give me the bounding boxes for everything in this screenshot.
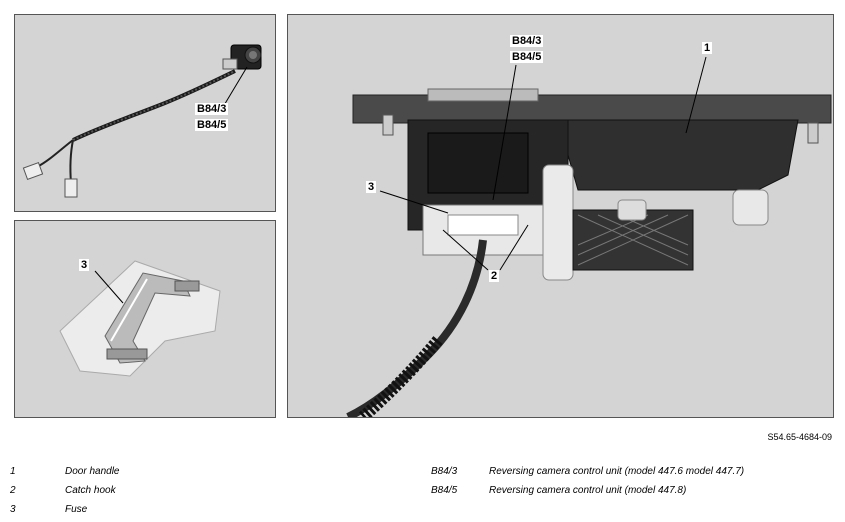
callout-b84-3: B84/3 (195, 103, 229, 115)
legend-desc: Reversing camera control unit (model 447… (489, 485, 687, 496)
legend-key: 2 (10, 485, 16, 496)
legend-key: 1 (10, 466, 16, 477)
legend-item: 3 Fuse (10, 500, 310, 519)
callout-1: 1 (702, 42, 713, 54)
legend-left: 1 Door handle 2 Catch hook 3 Fuse (10, 462, 310, 519)
camera-cable-illustration (22, 44, 262, 198)
callout-3: 3 (79, 259, 90, 271)
legend-desc: Fuse (65, 504, 88, 515)
legend-desc: Door handle (65, 466, 120, 477)
legend-desc: Reversing camera control unit (model 447… (489, 466, 745, 477)
legend-key: 3 (10, 504, 16, 515)
panel-door-handle: B84/3 B84/5 1 3 2 (287, 14, 834, 418)
door-handle-illustration (346, 56, 832, 417)
legend-desc: Catch hook (65, 485, 116, 496)
legend-item: B84/5 Reversing camera control unit (mod… (431, 481, 836, 500)
callout-b84-5-right: B84/5 (510, 51, 544, 63)
legend-right: B84/3 Reversing camera control unit (mod… (431, 462, 836, 500)
legend-key: B84/5 (431, 485, 458, 496)
figure-id: S54.65-4684-09 (767, 432, 832, 442)
legend-item: 2 Catch hook (10, 481, 310, 500)
legend-key: B84/3 (431, 466, 458, 477)
legend-item: B84/3 Reversing camera control unit (mod… (431, 462, 836, 481)
callout-3-right: 3 (366, 181, 377, 193)
panel-fuse: 3 (14, 220, 276, 418)
callout-b84-3-right: B84/3 (510, 35, 544, 47)
callout-2: 2 (489, 270, 500, 282)
callout-b84-5: B84/5 (195, 119, 229, 131)
fuse-illustration (59, 260, 221, 377)
legend-item: 1 Door handle (10, 462, 310, 481)
panel-camera-cable: B84/3 B84/5 (14, 14, 276, 212)
